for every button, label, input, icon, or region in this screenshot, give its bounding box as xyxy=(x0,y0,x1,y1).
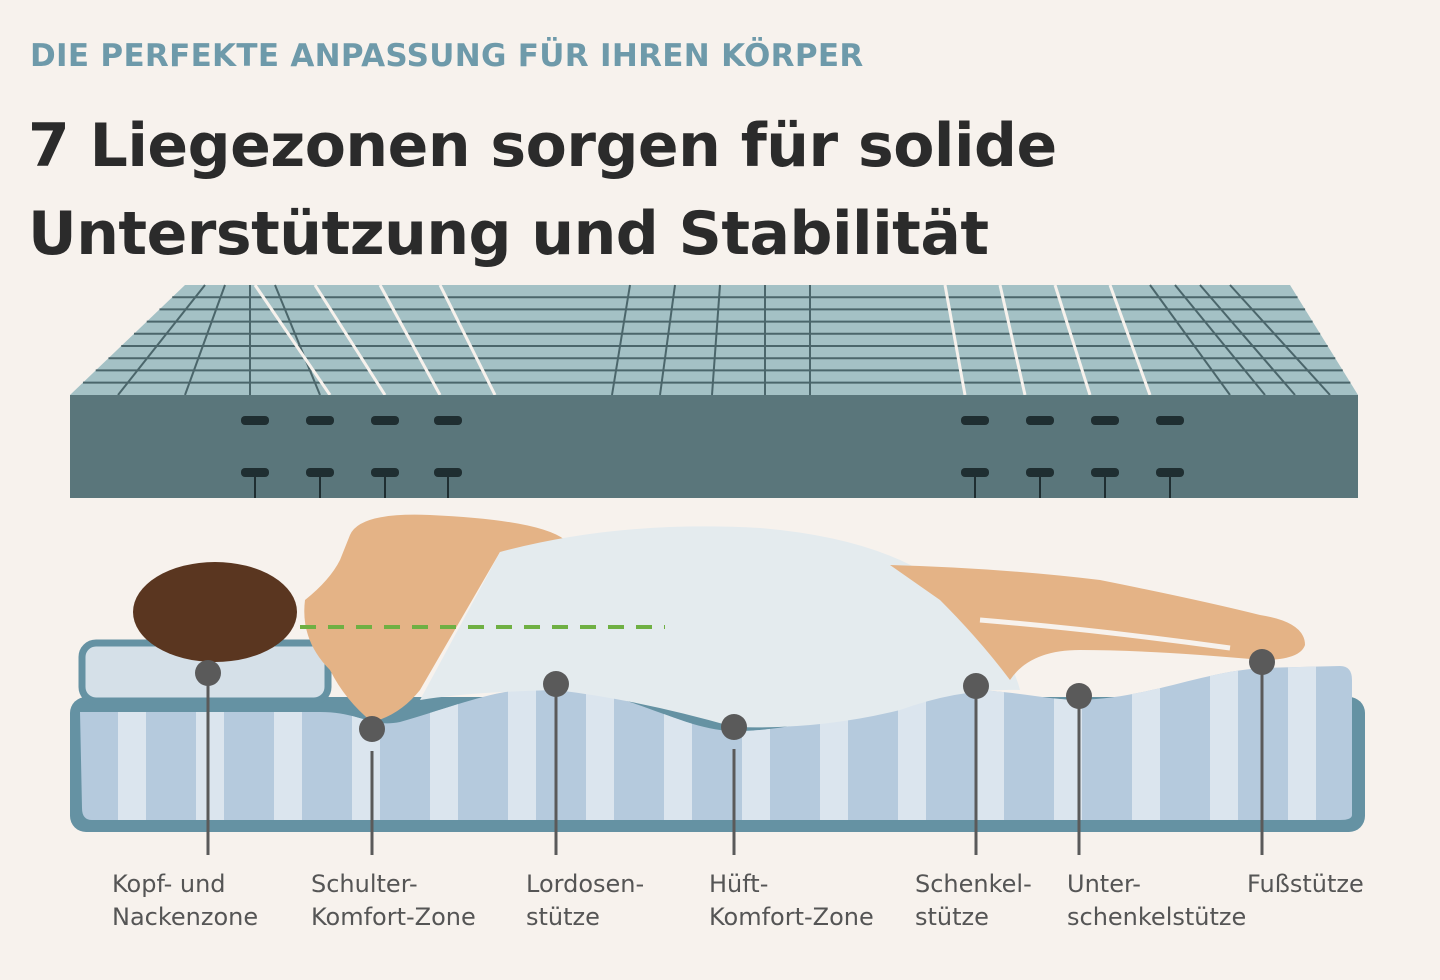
page-title: 7 Liegezonen sorgen für solide Unterstüt… xyxy=(28,102,1057,278)
zone-markers xyxy=(195,649,1275,855)
zone-marker-dot xyxy=(543,671,569,697)
person-figure xyxy=(133,514,1305,728)
zone-label-lower-leg: Unter-schenkelstütze xyxy=(1067,870,1247,931)
title-line-1: 7 Liegezonen sorgen für solide xyxy=(28,111,1057,181)
zone-marker-dot xyxy=(1249,649,1275,675)
zone-label-lordosis: Lordosen-stütze xyxy=(526,870,645,931)
zone-label-shoulder: Schulter-Komfort-Zone xyxy=(311,870,476,931)
zone-marker-dot xyxy=(1066,683,1092,709)
zone-marker-dot xyxy=(359,716,385,742)
kicker-heading: DIE PERFEKTE ANPASSUNG FÜR IHREN KÖRPER xyxy=(30,38,864,74)
zone-marker-dot xyxy=(721,714,747,740)
zone-marker-dot xyxy=(195,660,221,686)
zone-label-foot: Fußstütze xyxy=(1247,870,1364,898)
zoned-mattress xyxy=(70,639,1365,832)
title-line-2: Unterstützung und Stabilität xyxy=(28,199,989,269)
zone-label-hip: Hüft-Komfort-Zone xyxy=(709,870,874,931)
zone-label-thigh: Schenkel-stütze xyxy=(915,870,1032,931)
foam-mattress xyxy=(70,284,1358,498)
zone-marker-dot xyxy=(963,673,989,699)
